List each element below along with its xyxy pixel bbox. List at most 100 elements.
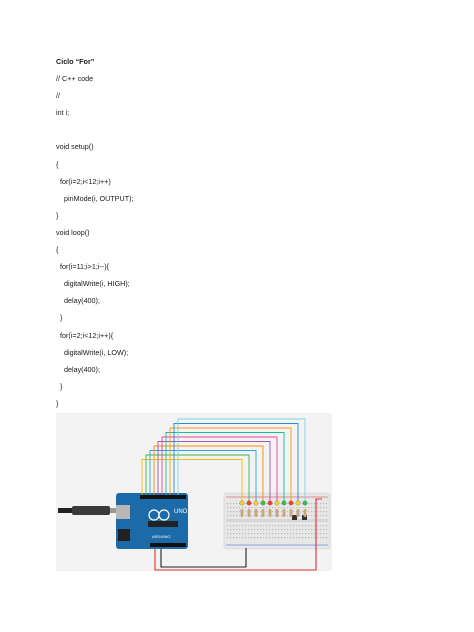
- breadboard-hole: [272, 511, 274, 513]
- jumper-wire: [169, 427, 292, 505]
- breadboard-hole: [284, 533, 286, 535]
- breadboard-hole: [284, 507, 286, 509]
- breadboard-hole: [326, 533, 328, 535]
- breadboard-hole: [251, 529, 253, 531]
- resistor: [303, 509, 307, 517]
- breadboard-hole: [245, 537, 247, 539]
- breadboard-hole: [299, 525, 301, 527]
- breadboard-hole: [326, 515, 328, 517]
- breadboard-hole: [299, 511, 301, 513]
- breadboard-hole: [317, 503, 319, 505]
- breadboard-hole: [317, 533, 319, 535]
- breadboard-hole: [227, 511, 229, 513]
- breadboard-hole: [251, 525, 253, 527]
- breadboard-hole: [260, 507, 262, 509]
- breadboard-hole: [290, 529, 292, 531]
- breadboard-hole: [239, 537, 241, 539]
- breadboard-hole: [260, 537, 262, 539]
- breadboard-hole: [317, 515, 319, 517]
- breadboard-hole: [323, 503, 325, 505]
- breadboard-hole: [230, 525, 232, 527]
- jumper-wire: [153, 445, 264, 505]
- resistor: [289, 509, 293, 517]
- breadboard-hole: [245, 507, 247, 509]
- breadboard-hole: [296, 537, 298, 539]
- breadboard-hole: [248, 537, 250, 539]
- breadboard-hole: [272, 525, 274, 527]
- breadboard-hole: [260, 503, 262, 505]
- breadboard-hole: [311, 515, 313, 517]
- breadboard-hole: [317, 507, 319, 509]
- breadboard-hole: [314, 511, 316, 513]
- breadboard-hole: [230, 537, 232, 539]
- breadboard-hole: [311, 525, 313, 527]
- breadboard-hole: [281, 503, 283, 505]
- breadboard-hole: [305, 507, 307, 509]
- breadboard-hole: [236, 533, 238, 535]
- breadboard-hole: [320, 529, 322, 531]
- breadboard-hole: [281, 515, 283, 517]
- breadboard-hole: [272, 529, 274, 531]
- breadboard-hole: [314, 507, 316, 509]
- jumper-wire: [141, 459, 243, 505]
- breadboard-hole: [302, 503, 304, 505]
- breadboard-hole: [230, 511, 232, 513]
- breadboard-hole: [293, 503, 295, 505]
- code-line: {: [56, 245, 59, 254]
- code-line: digitalWrite(i, LOW);: [56, 347, 129, 357]
- breadboard-hole: [266, 529, 268, 531]
- breadboard-hole: [236, 515, 238, 517]
- breadboard-hole: [317, 511, 319, 513]
- resistor: [275, 509, 279, 517]
- breadboard-hole: [254, 529, 256, 531]
- breadboard-hole: [239, 511, 241, 513]
- breadboard-hole: [227, 515, 229, 517]
- breadboard-hole: [293, 507, 295, 509]
- breadboard-hole: [287, 515, 289, 517]
- breadboard-hole: [233, 533, 235, 535]
- breadboard-hole: [278, 515, 280, 517]
- breadboard-hole: [281, 507, 283, 509]
- document-title: Ciclo “For”: [56, 57, 95, 66]
- breadboard-hole: [311, 503, 313, 505]
- breadboard-hole: [254, 507, 256, 509]
- breadboard-hole: [230, 515, 232, 517]
- breadboard-hole: [314, 529, 316, 531]
- breadboard-hole: [317, 537, 319, 539]
- breadboard-hole: [323, 533, 325, 535]
- breadboard: [223, 492, 331, 550]
- breadboard-hole: [236, 503, 238, 505]
- breadboard-hole: [227, 507, 229, 509]
- breadboard-hole: [281, 529, 283, 531]
- breadboard-hole: [278, 507, 280, 509]
- breadboard-hole: [236, 511, 238, 513]
- breadboard-hole: [308, 533, 310, 535]
- breadboard-hole: [251, 511, 253, 513]
- breadboard-hole: [269, 537, 271, 539]
- circuit-diagram: UNO ARDUINO: [58, 418, 331, 571]
- breadboard-hole: [269, 507, 271, 509]
- breadboard-hole: [296, 507, 298, 509]
- wire-bundle: [141, 418, 306, 505]
- breadboard-hole: [233, 511, 235, 513]
- breadboard-hole: [260, 515, 262, 517]
- breadboard-hole: [299, 533, 301, 535]
- breadboard-hole: [242, 533, 244, 535]
- breadboard-hole: [278, 533, 280, 535]
- led: [267, 500, 273, 506]
- breadboard-hole: [323, 529, 325, 531]
- breadboard-hole: [293, 533, 295, 535]
- breadboard-hole: [230, 529, 232, 531]
- breadboard-hole: [287, 533, 289, 535]
- resistor: [247, 509, 251, 517]
- breadboard-hole: [248, 529, 250, 531]
- breadboard-hole: [281, 511, 283, 513]
- breadboard-hole: [248, 507, 250, 509]
- breadboard-hole: [251, 507, 253, 509]
- breadboard-hole: [257, 525, 259, 527]
- breadboard-hole: [236, 529, 238, 531]
- breadboard-hole: [230, 533, 232, 535]
- breadboard-hole: [260, 525, 262, 527]
- breadboard-hole: [239, 507, 241, 509]
- pushbutton-2: [302, 515, 307, 520]
